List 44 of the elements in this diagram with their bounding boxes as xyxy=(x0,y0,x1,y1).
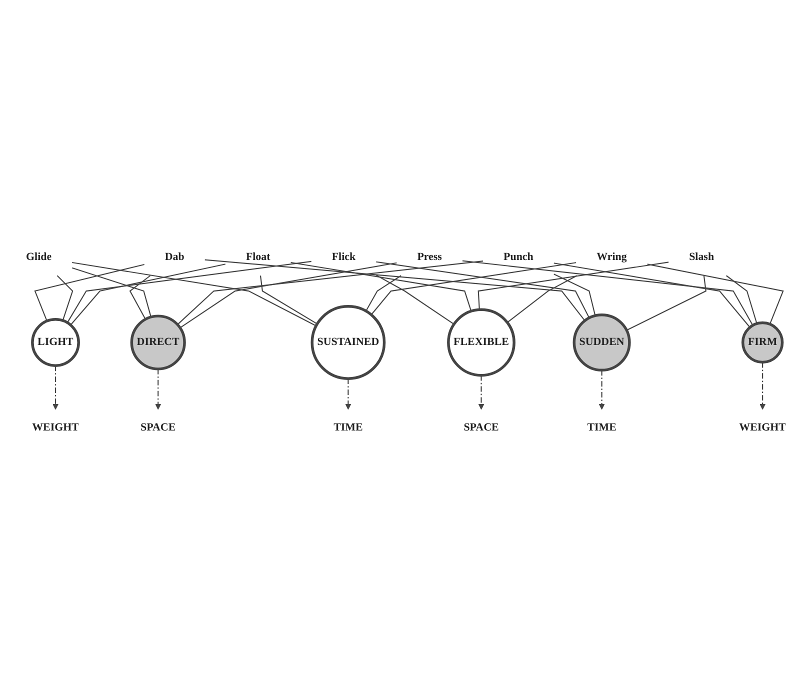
connector xyxy=(72,267,152,318)
connector xyxy=(376,274,454,325)
connector xyxy=(462,260,754,326)
node-circle: FIRM xyxy=(741,321,784,364)
arrow xyxy=(155,368,162,410)
node-text: Press xyxy=(417,250,442,263)
connector xyxy=(177,260,484,325)
node-text: TIME xyxy=(334,422,363,434)
node-circle: LIGHT xyxy=(31,318,80,367)
connector xyxy=(554,262,750,328)
arrow xyxy=(52,366,59,410)
connector xyxy=(70,264,226,326)
node-text: Float xyxy=(246,250,270,263)
connector xyxy=(34,264,144,322)
connector xyxy=(478,262,669,310)
node-circle: SUSTAINED xyxy=(310,305,386,380)
connector xyxy=(506,275,578,323)
arrow xyxy=(478,375,484,410)
arrow xyxy=(760,362,766,410)
connector xyxy=(204,259,586,321)
node-text: TIME xyxy=(587,422,616,434)
node-text: Flick xyxy=(332,250,356,263)
node-circle: SUDDEN xyxy=(572,313,631,372)
node-circle: DIRECT xyxy=(130,314,186,370)
node-text: Punch xyxy=(504,250,534,263)
connector xyxy=(180,262,397,328)
connector xyxy=(647,264,784,324)
node-circle: FLEXIBLE xyxy=(447,308,516,377)
node-text: WEIGHT xyxy=(739,422,786,434)
node-text: WEIGHT xyxy=(32,422,79,434)
connector xyxy=(365,275,402,312)
node-text: SPACE xyxy=(464,422,499,434)
node-text: Glide xyxy=(26,250,52,263)
arrow xyxy=(598,370,605,410)
node-text: Wring xyxy=(596,250,627,263)
node-text: Dab xyxy=(164,250,184,263)
node-text: SPACE xyxy=(140,422,176,434)
connector xyxy=(626,276,706,331)
connector xyxy=(290,262,472,312)
arrow xyxy=(345,378,352,410)
connector xyxy=(726,275,758,324)
connector xyxy=(260,276,318,324)
connector xyxy=(554,274,596,316)
node-text: Slash xyxy=(689,250,714,263)
